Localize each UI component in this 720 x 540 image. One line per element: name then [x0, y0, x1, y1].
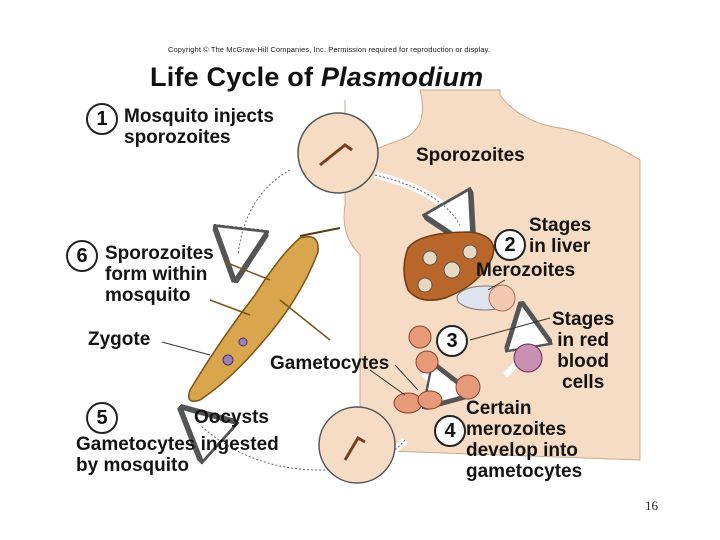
step-4-line-4: gametocytes [466, 461, 583, 482]
red-blood-cell [408, 325, 432, 349]
step-3-line-2: in red [557, 330, 610, 351]
cycle-arrow-bottom-outline [199, 424, 406, 471]
step-6-marker: 6 [66, 240, 98, 272]
step-2-line-1: Stages [529, 215, 592, 236]
oocyst [238, 337, 248, 347]
step-6-line-1: Sporozoites [105, 243, 214, 264]
step-3-line-4: cells [562, 372, 605, 393]
mosquito-leg [279, 299, 331, 341]
mosquito-proboscis [299, 227, 341, 237]
red-blood-cell [513, 343, 543, 373]
zygote-leader [161, 341, 211, 356]
bite-inset-top [297, 112, 379, 194]
step-1-line-2: sporozoites [124, 127, 231, 148]
cycle-arrow-top-left [238, 166, 292, 255]
step-4-line-1: Certain [466, 398, 532, 419]
step-4-label: Certain merozoites develop into gametocy… [466, 398, 582, 482]
gametocytes-leader [369, 369, 406, 396]
gametocyte-cell [417, 390, 443, 410]
step-5-marker: 5 [86, 402, 118, 434]
step-3-line-3: blood [557, 351, 609, 372]
red-blood-cell [455, 374, 481, 400]
cycle-arrow-sporozoites-outline [374, 174, 461, 226]
inset-mosquito-bottom [343, 435, 366, 461]
gametocytes-leader [394, 364, 419, 391]
step-6-line-2: form within [105, 264, 208, 285]
liver-cell [443, 261, 461, 279]
page-title: Life Cycle of Plasmodium [150, 62, 483, 93]
page-number: 16 [645, 498, 658, 513]
red-blood-cell [488, 284, 516, 312]
step-2-label: Stages in liver [529, 215, 591, 257]
inset-mosquito-top [319, 143, 353, 167]
oocysts-label: Oocysts [194, 407, 269, 428]
red-blood-cell [415, 350, 439, 374]
step-6-line-3: mosquito [105, 285, 191, 306]
merozoites-label: Merozoites [476, 260, 576, 281]
step-1-label: Mosquito injects sporozoites [124, 106, 274, 148]
liver-cell [462, 244, 478, 260]
mosquito-body [188, 235, 319, 402]
copyright-notice: Copyright © The McGraw-Hill Companies, I… [168, 45, 491, 54]
step-5-label: Gametocytes ingested by mosquito [76, 434, 279, 476]
gametocyte-cell [393, 392, 423, 414]
step-5-line-1: Gametocytes ingested [76, 434, 279, 455]
step-3-marker: 3 [436, 325, 468, 357]
step-1-line-1: Mosquito injects [124, 106, 274, 127]
step-6-label: Sporozoites form within mosquito [105, 243, 214, 306]
step-4-line-2: merozoites [466, 419, 567, 440]
bite-inset-bottom [318, 406, 396, 484]
step-5-line-2: by mosquito [76, 455, 189, 476]
step-4-marker: 4 [434, 415, 466, 447]
step-2-line-2: in liver [529, 236, 591, 257]
step-1-marker: 1 [86, 103, 118, 135]
liver-cell [422, 250, 438, 266]
step-2-marker: 2 [494, 229, 526, 261]
liver-cell [417, 277, 433, 293]
step-4-line-3: develop into [466, 440, 578, 461]
step-3-label: Stages in red blood cells [552, 309, 614, 393]
cycle-arrow-top-left-outline [237, 169, 291, 256]
sporozoites-label: Sporozoites [416, 145, 525, 166]
oocyst [222, 354, 234, 366]
mosquito-leg [224, 261, 271, 281]
merozoites-leader [487, 279, 506, 291]
gametocytes-label: Gametocytes [270, 353, 390, 374]
step-3-line-1: Stages [552, 309, 615, 330]
zygote-label: Zygote [88, 329, 151, 350]
mosquito-leg [209, 299, 251, 316]
title-italic: Plasmodium [320, 62, 484, 92]
title-prefix: Life Cycle of [150, 62, 321, 92]
stages-rbc-leader [469, 317, 551, 341]
